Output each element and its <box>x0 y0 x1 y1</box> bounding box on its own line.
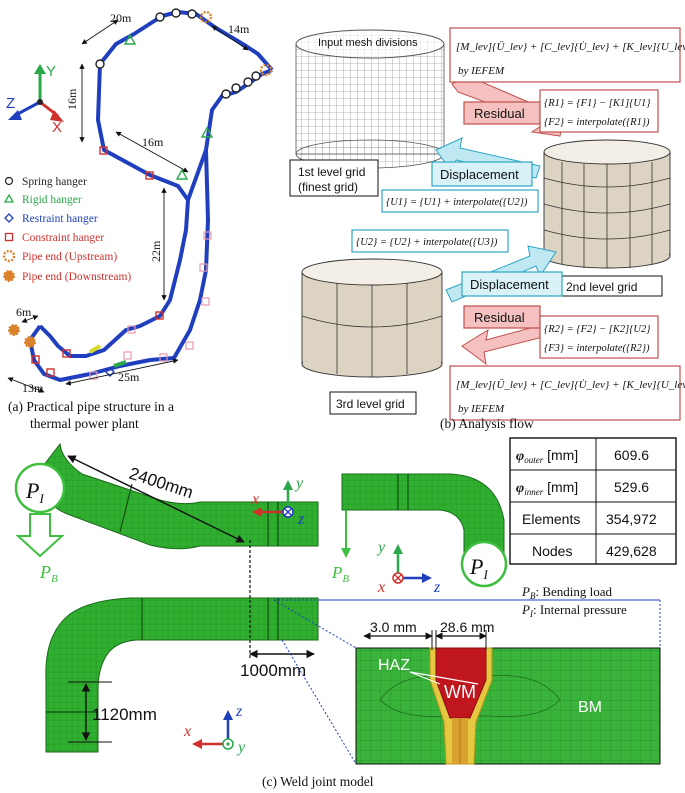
axis-label-y-lower: y <box>236 739 246 756</box>
eq-r2-line2: {F3} = interpolate({R2}) <box>544 343 650 354</box>
dim-14m: 14m <box>228 22 250 36</box>
rigid-hangers <box>123 33 214 180</box>
panel-a-caption-line2: thermal power plant <box>30 416 139 431</box>
pipe-end-downstream-icon <box>8 324 36 348</box>
panel-a: 20m 14m 16m 16m 22m 6m 13m 25m Y Z X Spr… <box>2 8 274 431</box>
spring-hangers <box>95 8 261 99</box>
dim-6m: 6m <box>16 305 32 319</box>
axes-end-view: y x z <box>376 539 441 596</box>
level1-grid <box>295 29 445 169</box>
bm-label: BM <box>578 699 602 716</box>
panel-c: PI PB 2400mm y x z PI PB <box>14 437 677 789</box>
pi-label-right: PI <box>469 554 488 582</box>
constraint-hangers <box>31 146 164 377</box>
input-mesh-label: Input mesh divisions <box>318 37 418 49</box>
pipe-end-upstream-icon <box>199 10 273 77</box>
table-key-outer: φouter [mm] <box>516 447 578 465</box>
global-axes: Y Z X <box>6 63 64 136</box>
pi-circle-upper <box>14 462 66 514</box>
axis-label-x-lower: x <box>183 723 191 740</box>
table-value-inner: 529.6 <box>614 479 649 495</box>
model-table: φouter [mm] 609.6 φinner [mm] 529.6 Elem… <box>509 437 677 565</box>
dim-16m-vertical: 16m <box>65 88 79 110</box>
legend-rigid-hanger: Rigid hanger <box>22 194 82 206</box>
pi-circle-right <box>460 540 508 588</box>
table-value-elements: 354,972 <box>606 511 657 527</box>
level1-label-line1: 1st level grid <box>298 165 365 179</box>
dim-13m: 13m <box>22 381 44 395</box>
eq-r1-line1: {R1} = {F1} − [K1]{U1} <box>544 98 651 109</box>
table-key-inner: φinner [mm] <box>516 479 578 497</box>
eq-iefem-lower: [M_lev]{Ü_lev} + [C_lev]{U̇_lev} + [K_le… <box>456 379 685 391</box>
dim-25m: 25m <box>118 370 140 384</box>
axis-label-z-end: z <box>433 579 441 596</box>
dim-1120mm: 1120mm <box>92 705 157 724</box>
dim-1000mm: 1000mm <box>240 661 306 680</box>
pb-arrow-upper <box>15 513 65 558</box>
axis-label-x-end: x <box>377 579 385 596</box>
table-value-nodes: 429,628 <box>606 543 657 559</box>
pb-label-upper: PB <box>39 562 58 585</box>
residual-label-lower: Residual <box>474 310 525 325</box>
panel-c-caption: (c) Weld joint model <box>262 774 374 789</box>
legend-restraint-hanger: Restraint hanger <box>22 213 98 225</box>
table-key-nodes: Nodes <box>532 543 572 559</box>
panel-a-legend: Spring hanger Rigid hanger Restraint han… <box>2 176 131 283</box>
dim-28mm: 28.6 mm <box>440 619 494 635</box>
axis-label-y-end: y <box>376 539 386 556</box>
legend-spring-hanger: Spring hanger <box>22 176 87 188</box>
dim-16m: 16m <box>142 135 164 149</box>
level1-label-line2: (finest grid) <box>298 180 358 194</box>
pi-label-upper: PI <box>25 478 44 506</box>
axis-label-z-upper: Z <box>6 95 15 112</box>
pb-label-right: PB <box>331 563 349 585</box>
displacement-label-upper: Displacement <box>440 167 519 182</box>
eq-u1: {U1} = {U1} + interpolate({U2}) <box>386 197 528 208</box>
haz-label: HAZ <box>378 657 410 674</box>
level3-label: 3rd level grid <box>336 397 405 411</box>
panel-b: Input mesh divisions 1st level grid (fin… <box>289 27 685 431</box>
displacement-label-lower: Displacement <box>470 277 549 292</box>
legend-pipe-end-upstream: Pipe end (Upstream) <box>22 251 117 263</box>
axis-label-x-upper: X <box>52 119 62 136</box>
level2-grid <box>543 139 671 269</box>
wm-label: WM <box>444 682 476 702</box>
axes-top-middle: y x z <box>251 475 305 528</box>
legend-bending-load: PB: Bending load <box>521 584 612 601</box>
level2-label: 2nd level grid <box>566 280 637 294</box>
axis-label-x-top: x <box>251 491 259 508</box>
eq-iefem-upper: [M_lev]{Ü_lev} + [C_lev]{U̇_lev} + [K_le… <box>456 41 685 53</box>
legend-internal-pressure: PI: Internal pressure <box>521 602 627 619</box>
axes-lower: z x y <box>183 703 246 756</box>
eq-r1-line2: {F2} = interpolate({R1}) <box>544 117 650 128</box>
panel-b-caption: (b) Analysis flow <box>440 416 534 431</box>
axis-label-z-top: z <box>297 511 305 528</box>
panel-a-caption-line1: (a) Practical pipe structure in a <box>8 399 174 414</box>
axis-label-y-upper: Y <box>46 63 56 80</box>
axis-label-y-top: y <box>294 475 304 492</box>
level3-grid <box>301 258 443 378</box>
pipe-route-right <box>186 68 273 201</box>
legend-pipe-end-downstream: Pipe end (Downstream) <box>22 271 131 283</box>
dim-22m: 22m <box>149 240 163 262</box>
legend-constraint-hanger: Constraint hanger <box>22 232 104 244</box>
table-value-outer: 609.6 <box>614 447 649 463</box>
weld-detail <box>355 647 661 765</box>
by-iefem-lower: by IEFEM <box>458 403 505 415</box>
by-iefem-upper: by IEFEM <box>458 65 505 77</box>
dim-3mm: 3.0 mm <box>370 619 417 635</box>
eq-u2: {U2} = {U2} + interpolate({U3}) <box>356 237 498 248</box>
axis-label-z-lower: z <box>235 703 243 720</box>
residual-label-upper: Residual <box>474 106 525 121</box>
dim-20m: 20m <box>110 11 132 25</box>
yellow-section <box>88 344 102 354</box>
eq-r2-line1: {R2} = {F2} − [K2]{U2} <box>544 324 651 335</box>
table-key-elements: Elements <box>522 511 580 527</box>
